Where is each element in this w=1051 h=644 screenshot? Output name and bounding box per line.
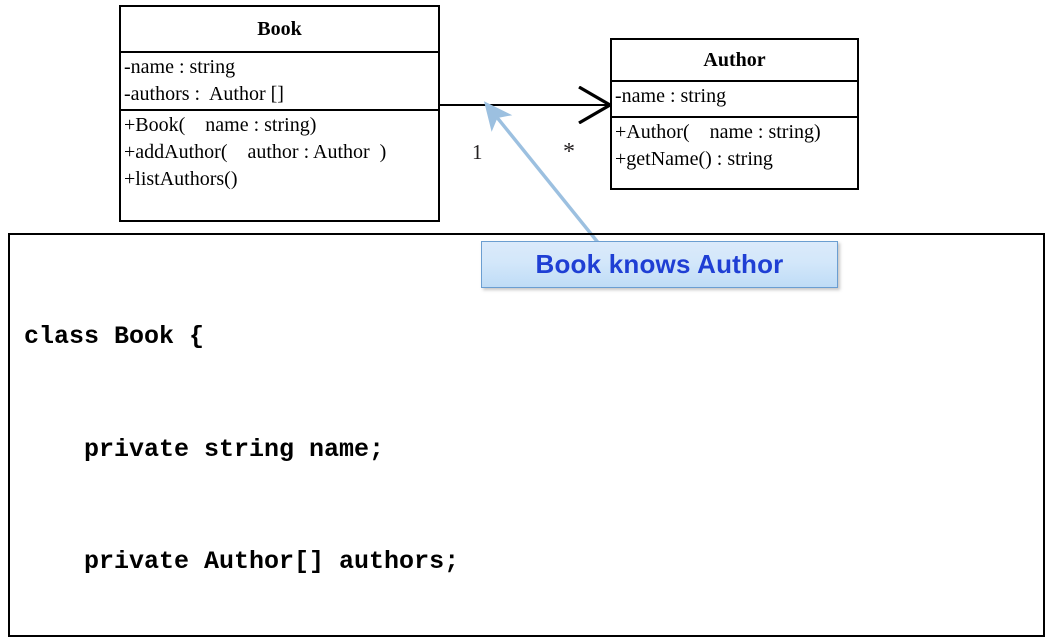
code-lines: class Book { private string name; privat… — [24, 243, 1043, 644]
uml-operation: +Book( name : string) — [124, 114, 317, 136]
uml-class-book: Book -name : string -authors : Author []… — [119, 5, 440, 222]
uml-operation: +listAuthors() — [124, 168, 238, 191]
association-arrowhead-icon — [578, 86, 612, 124]
uml-operation: +addAuthor( author : Author ) — [124, 141, 387, 164]
code-line: private string name; — [24, 434, 385, 464]
multiplicity-target: * — [563, 139, 575, 165]
multiplicity-source: 1 — [472, 140, 483, 164]
code-line: private Author[] authors; — [24, 547, 460, 576]
uml-class-book-operations: +Book( name : string) +addAuthor( author… — [121, 111, 438, 220]
uml-class-book-attributes: -name : string -authors : Author [] — [121, 53, 438, 111]
uml-class-author-operations: +Author( name : string) +getName() : str… — [612, 118, 857, 188]
uml-class-author-name: Author — [612, 40, 857, 82]
uml-class-author: Author -name : string +Author( name : st… — [610, 38, 859, 190]
uml-class-book-name: Book — [121, 7, 438, 53]
uml-operation: +getName() : string — [615, 148, 773, 171]
code-line: class Book { — [24, 322, 205, 351]
uml-attribute: -name : string — [124, 56, 236, 78]
uml-attribute: -authors : Author [] — [124, 83, 284, 106]
uml-operation: +Author( name : string) — [615, 121, 821, 143]
uml-class-author-attributes: -name : string — [612, 82, 857, 118]
uml-attribute: -name : string — [615, 85, 727, 107]
callout-book-knows-author: Book knows Author — [481, 241, 838, 288]
callout-label: Book knows Author — [535, 249, 784, 279]
code-block: class Book { private string name; privat… — [8, 233, 1045, 637]
